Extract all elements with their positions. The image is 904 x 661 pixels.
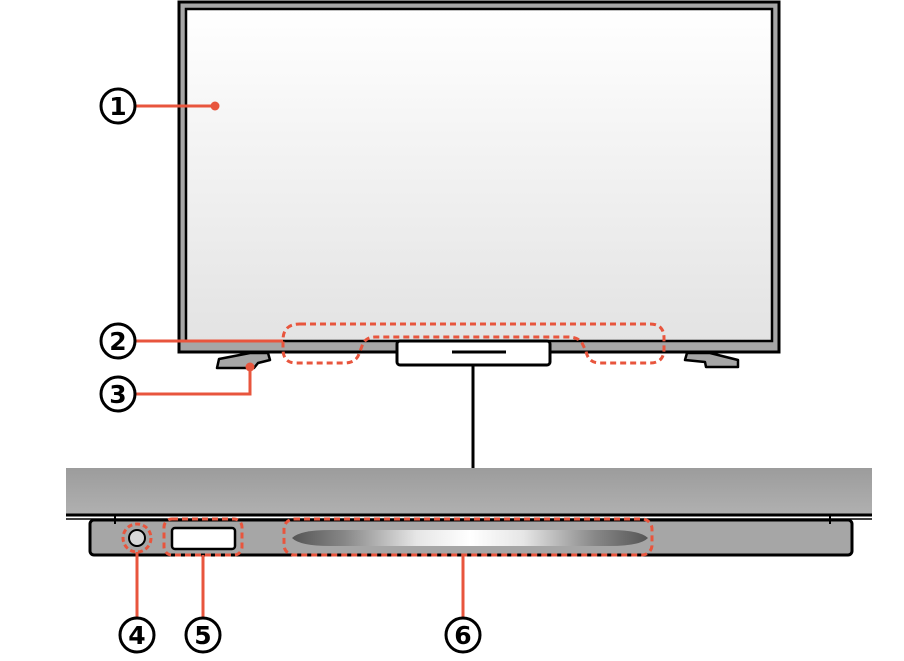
callout-5: 5: [184, 616, 222, 654]
callout-number: 1: [109, 92, 126, 121]
rectangular-sensor-dashed: [162, 517, 244, 557]
callout-circle: [99, 375, 137, 413]
bezel-dashed-highlight: [281, 322, 666, 365]
tv-screen: [184, 7, 774, 343]
light-bar-dashed: [282, 517, 654, 557]
callout-leaders: [135, 101, 465, 618]
leader-3: [136, 367, 252, 396]
callout-circle: [118, 616, 156, 654]
callout-3: 3: [99, 375, 137, 413]
callout-circle: [99, 87, 137, 125]
callout-circle: [99, 322, 137, 360]
callout-number: 3: [109, 380, 126, 409]
leader-1-dot: [210, 101, 220, 111]
callout-circle: [444, 616, 482, 654]
callout-number: 4: [128, 621, 145, 650]
callout-6: 6: [444, 616, 482, 654]
light-bar: [292, 530, 648, 546]
stand-foot-right: [683, 351, 740, 369]
round-indicator-dashed: [121, 522, 153, 554]
zoom-bezel-bar: [66, 468, 872, 514]
callout-circle: [184, 616, 222, 654]
rectangular-sensor: [170, 526, 237, 551]
leader-3-dot: [245, 362, 255, 372]
tv-bottom-zoom-view: [66, 468, 872, 557]
callout-number: 6: [454, 621, 471, 650]
stand-foot-left: [215, 351, 272, 370]
callout-4: 4: [118, 616, 156, 654]
callout-1: 1: [99, 87, 137, 125]
callout-number: 5: [194, 621, 211, 650]
callout-2: 2: [99, 322, 137, 360]
round-indicator: [128, 529, 146, 547]
callout-number: 2: [109, 327, 126, 356]
tv-front-view: [177, 0, 781, 470]
